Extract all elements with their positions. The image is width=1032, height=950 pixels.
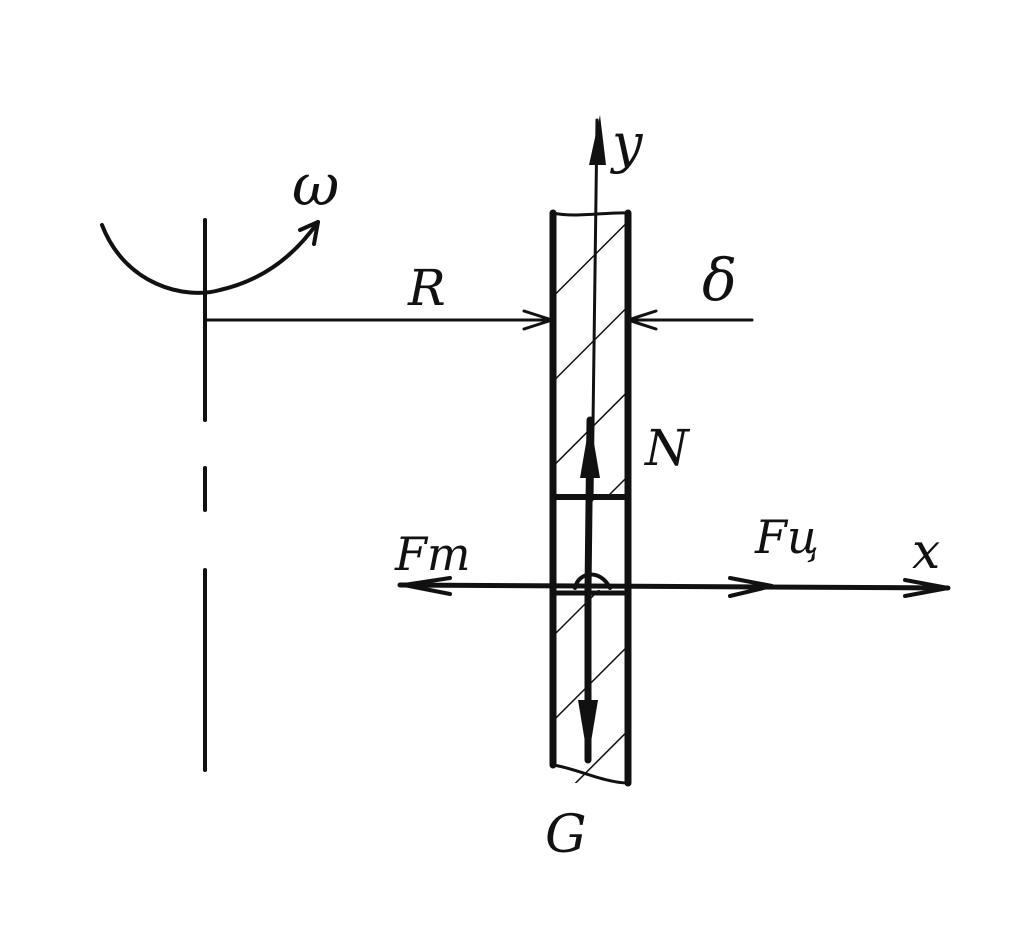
origin-mark (573, 572, 612, 590)
delta-label: δ (702, 246, 737, 314)
y-axis-label: y (610, 112, 644, 175)
friction-force-label: Fт (394, 527, 471, 581)
x-axis (397, 578, 951, 598)
radius-label: R (407, 259, 446, 317)
x-axis-label: x (912, 522, 940, 580)
inertial-force-arrow (728, 576, 774, 598)
omega-label: ω (292, 151, 339, 219)
rotation-arrow (100, 220, 320, 295)
radius-line (203, 309, 554, 331)
weight-arrow (578, 586, 598, 764)
weight-label: G (545, 805, 587, 865)
friction-force-arrow (402, 576, 452, 596)
normal-force-arrow (580, 416, 600, 594)
inertial-force-label: Fц (754, 510, 819, 564)
normal-force-label: N (644, 419, 691, 477)
